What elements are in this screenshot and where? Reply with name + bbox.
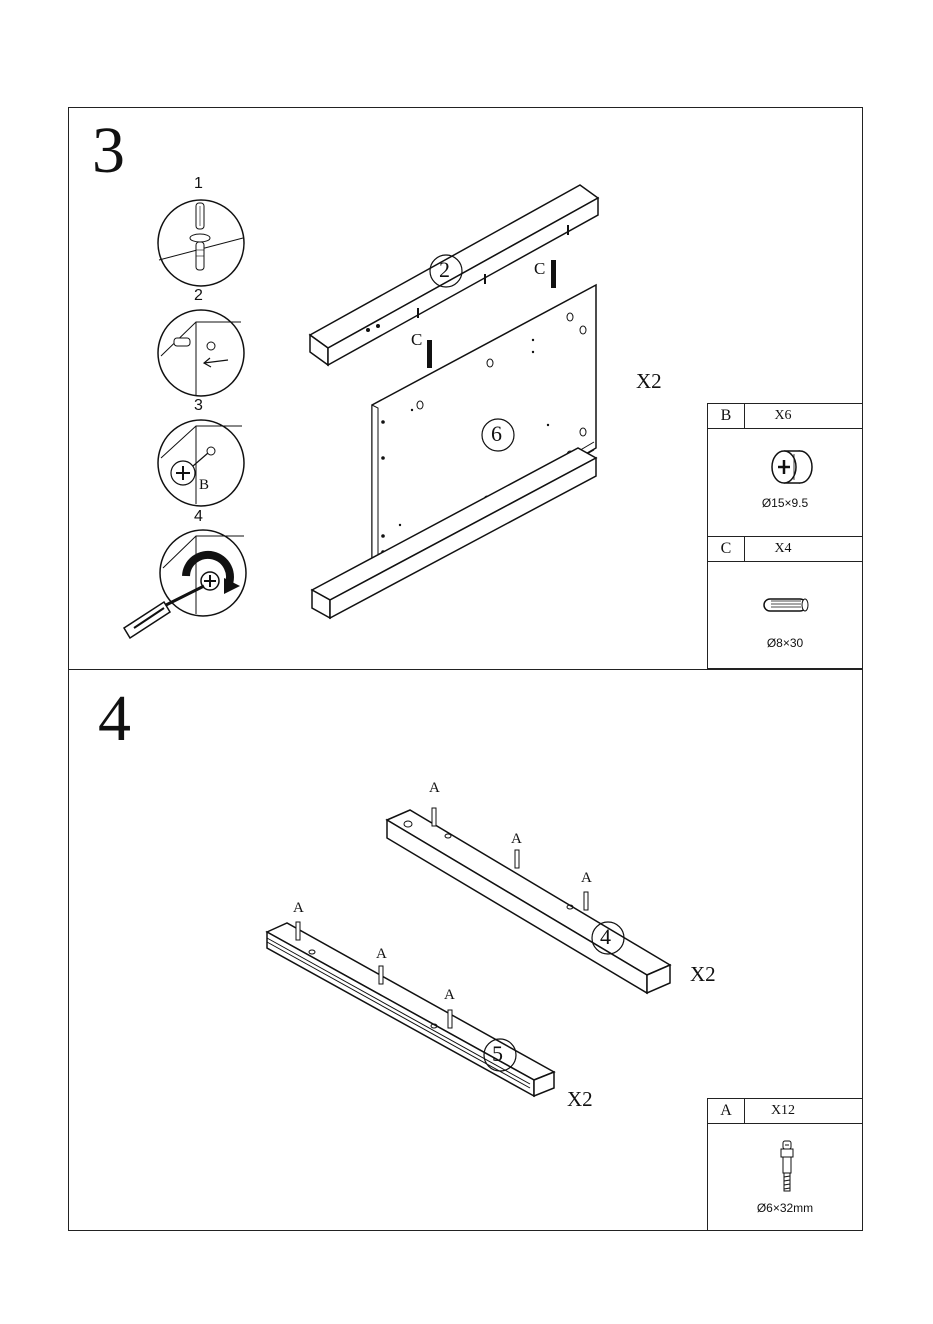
cam-bolt-icon xyxy=(778,1139,796,1195)
cam-label-a-4: A xyxy=(293,900,304,917)
cam-lock-icon xyxy=(770,448,814,486)
part-label-2: 2 xyxy=(439,257,450,283)
hardware-box-c: C X4 Ø8×30 xyxy=(707,536,863,669)
hardware-c-letter: C xyxy=(708,537,745,561)
detail-insert-bolt-icon xyxy=(156,198,246,288)
hardware-box-a-header: A X12 xyxy=(708,1099,862,1124)
substep-4-number: 4 xyxy=(194,508,203,526)
hardware-box-b-header: B X6 xyxy=(708,404,862,429)
wood-dowel-icon xyxy=(761,597,811,613)
hardware-box-c-header: C X4 xyxy=(708,537,862,562)
substep-2-number: 2 xyxy=(194,287,203,305)
hardware-box-b: B X6 Ø15×9.5 xyxy=(707,403,863,537)
hardware-c-size: Ø8×30 xyxy=(708,636,862,650)
hardware-a-size: Ø6×32mm xyxy=(708,1201,862,1215)
step-4-upper-quantity: X2 xyxy=(690,962,716,987)
substep-1-number: 1 xyxy=(194,175,203,193)
cam-label-a-1: A xyxy=(429,780,440,797)
detail-insert-cam-icon xyxy=(156,308,246,398)
dowel-label-c-1: C xyxy=(534,259,545,279)
step-3-number: 3 xyxy=(92,118,125,184)
step-divider xyxy=(68,669,863,670)
detail-label-b: B xyxy=(199,477,209,494)
step-3-quantity: X2 xyxy=(636,369,662,394)
step-4-number: 4 xyxy=(98,686,131,752)
hardware-c-count: X4 xyxy=(744,537,862,561)
hardware-b-letter: B xyxy=(708,404,745,428)
part-label-4: 4 xyxy=(600,924,611,950)
step-4-lower-quantity: X2 xyxy=(567,1087,593,1112)
part-label-6: 6 xyxy=(491,421,502,447)
detail-cam-in-hole-icon xyxy=(156,418,246,508)
hardware-box-a: A X12 Ø6×32mm xyxy=(707,1098,863,1231)
cam-label-a-6: A xyxy=(444,987,455,1004)
part-label-5: 5 xyxy=(492,1041,503,1067)
hardware-a-letter: A xyxy=(708,1099,745,1123)
cam-label-a-2: A xyxy=(511,831,522,848)
step-3-assembly-drawing xyxy=(300,180,610,620)
hardware-b-count: X6 xyxy=(744,404,862,428)
dowel-label-c-2: C xyxy=(411,330,422,350)
cam-label-a-5: A xyxy=(376,946,387,963)
hardware-b-size: Ø15×9.5 xyxy=(708,496,862,510)
cam-label-a-3: A xyxy=(581,870,592,887)
hardware-a-count: X12 xyxy=(744,1099,862,1123)
substep-3-number: 3 xyxy=(194,397,203,415)
detail-tighten-screwdriver-icon xyxy=(120,528,250,644)
